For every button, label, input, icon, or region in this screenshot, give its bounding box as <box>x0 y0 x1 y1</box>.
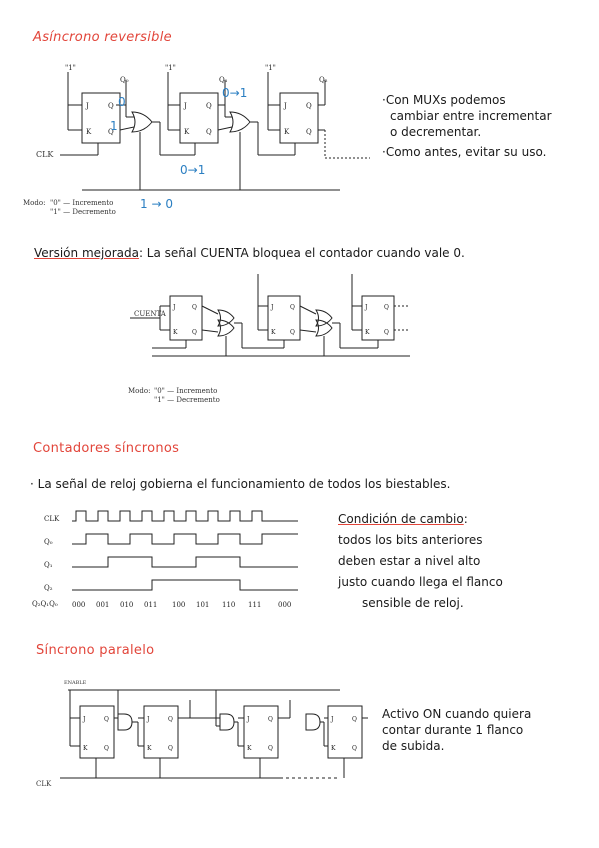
svg-text:K: K <box>271 329 276 336</box>
svg-text:Q: Q <box>192 304 197 311</box>
svg-text:K: K <box>247 745 252 752</box>
state-2: 010 <box>120 601 133 609</box>
state-1: 001 <box>96 601 109 609</box>
svg-text:Q: Q <box>290 329 295 336</box>
svg-text:Q: Q <box>384 329 389 336</box>
svg-text:K: K <box>184 128 190 136</box>
state-values: 000 001 010 011 100 101 110 111 000 <box>72 601 291 609</box>
change-condition-title: Condición de cambio <box>338 512 464 526</box>
svg-text:J: J <box>82 716 86 723</box>
state-0: 000 <box>72 601 85 609</box>
flip-flop-2 <box>179 92 219 144</box>
svg-text:"1": "1" <box>265 64 276 72</box>
annotation-one: 1 <box>110 119 118 133</box>
flip-flop-4 <box>327 705 363 759</box>
state-label: Q₂Q₁Q₀ <box>32 600 58 608</box>
state-3: 011 <box>144 601 157 609</box>
change-condition: Condición de cambio: todos los bits ante… <box>338 512 503 610</box>
modo-label: Modo: <box>23 199 46 207</box>
svg-text:K: K <box>173 329 178 336</box>
svg-text:K: K <box>83 745 88 752</box>
svg-text:J: J <box>283 102 287 110</box>
flip-flop-1 <box>81 92 121 144</box>
section-title-parallel: Síncrono paralelo <box>36 643 155 658</box>
flip-flop-2 <box>143 705 179 759</box>
svg-text:Q: Q <box>108 128 114 136</box>
annotation-zero-to-one-top: 0→1 <box>222 86 248 100</box>
signal-label-q1: Q₁ <box>44 561 53 569</box>
svg-text:Q₂: Q₂ <box>319 76 328 84</box>
svg-text:Q₀: Q₀ <box>120 76 129 84</box>
async-reversible-circuit: "1" "1" "1" J Q K Q J Q K Q J Q K Q Q₀ Q₁ Q₂ <box>60 64 370 191</box>
svg-text:J: J <box>172 304 176 311</box>
svg-text:Q: Q <box>206 128 212 136</box>
state-7: 111 <box>248 601 261 609</box>
state-8: 000 <box>278 601 291 609</box>
parallel-clk-label: CLK <box>36 780 52 788</box>
annotation-one-to-zero: 1 → 0 <box>140 197 173 211</box>
signal-label-q2: Q₂ <box>44 584 53 592</box>
parallel-circuit: J Q K Q J Q K Q J Q K Q J Q K Q <box>60 689 368 779</box>
svg-text:Q: Q <box>306 128 312 136</box>
flip-flop-3 <box>243 705 279 759</box>
enable-label: ENABLE <box>64 680 87 686</box>
improved-text: : La señal CUENTA bloquea el contador cu… <box>138 246 465 260</box>
svg-text:J: J <box>270 304 274 311</box>
svg-text:"1": "1" <box>65 64 76 72</box>
svg-text:Q: Q <box>290 304 295 311</box>
svg-text:Q₁: Q₁ <box>219 76 228 84</box>
flip-flop-1 <box>79 705 115 759</box>
improved-modo-decrement: "1" — Decremento <box>154 396 220 404</box>
state-6: 110 <box>222 601 235 609</box>
svg-text:J: J <box>246 716 250 723</box>
annotation-zero: 0 <box>118 95 126 109</box>
svg-text:Q: Q <box>192 329 197 336</box>
timing-diagram: CLK Q₀ Q₁ Q₂ Q₂Q₁Q₀ 000 001 010 011 100 … <box>32 510 298 609</box>
svg-text:Q: Q <box>268 745 273 752</box>
svg-text:J: J <box>364 304 368 311</box>
svg-text:Q: Q <box>168 716 173 723</box>
svg-text:K: K <box>284 128 290 136</box>
annotation-zero-to-one-bottom: 0→1 <box>180 163 206 177</box>
modo-decrement: "1" — Decremento <box>50 208 116 216</box>
section-title-async: Asíncrono reversible <box>33 30 172 45</box>
svg-text:Q: Q <box>104 745 109 752</box>
signal-label-clk: CLK <box>44 515 60 523</box>
svg-text:K: K <box>365 329 370 336</box>
svg-text:J: J <box>146 716 150 723</box>
clk-label: CLK <box>36 150 54 159</box>
svg-text:K: K <box>331 745 336 752</box>
svg-text:Q: Q <box>104 716 109 723</box>
svg-text:K: K <box>86 128 92 136</box>
signal-label-q0: Q₀ <box>44 538 53 546</box>
svg-text:Q: Q <box>384 304 389 311</box>
improved-modo-label: Modo: <box>128 387 151 395</box>
svg-text:Q: Q <box>206 102 212 110</box>
improved-modo-increment: "0" — Incremento <box>154 387 218 395</box>
section-title-sync: Contadores síncronos <box>33 441 180 456</box>
cuenta-label: CUENTA <box>134 310 166 318</box>
svg-text:Q: Q <box>168 745 173 752</box>
svg-text:J: J <box>183 102 187 110</box>
improved-title: Versión mejorada <box>34 246 139 260</box>
svg-text:Q: Q <box>352 716 357 723</box>
parallel-notes: Activo ON cuando quiera contar durante 1… <box>382 707 532 753</box>
improved-heading: Versión mejorada: La señal CUENTA bloque… <box>34 246 465 260</box>
svg-text:Q: Q <box>352 745 357 752</box>
svg-text:K: K <box>147 745 152 752</box>
flip-flop-3 <box>279 92 319 144</box>
svg-text:Q: Q <box>108 102 114 110</box>
svg-text:Q: Q <box>306 102 312 110</box>
async-notes: ·Con MUXs podemos cambiar entre incremen… <box>382 93 552 159</box>
sync-bullet: · La señal de reloj gobierna el funciona… <box>30 477 451 491</box>
svg-text:"1": "1" <box>165 64 176 72</box>
svg-text:J: J <box>85 102 89 110</box>
svg-text:Q: Q <box>268 716 273 723</box>
improved-circuit: J Q K Q J Q K Q J Q K Q <box>130 274 410 357</box>
state-4: 100 <box>172 601 185 609</box>
modo-increment: "0" — Incremento <box>50 199 114 207</box>
state-5: 101 <box>196 601 209 609</box>
svg-text:J: J <box>330 716 334 723</box>
